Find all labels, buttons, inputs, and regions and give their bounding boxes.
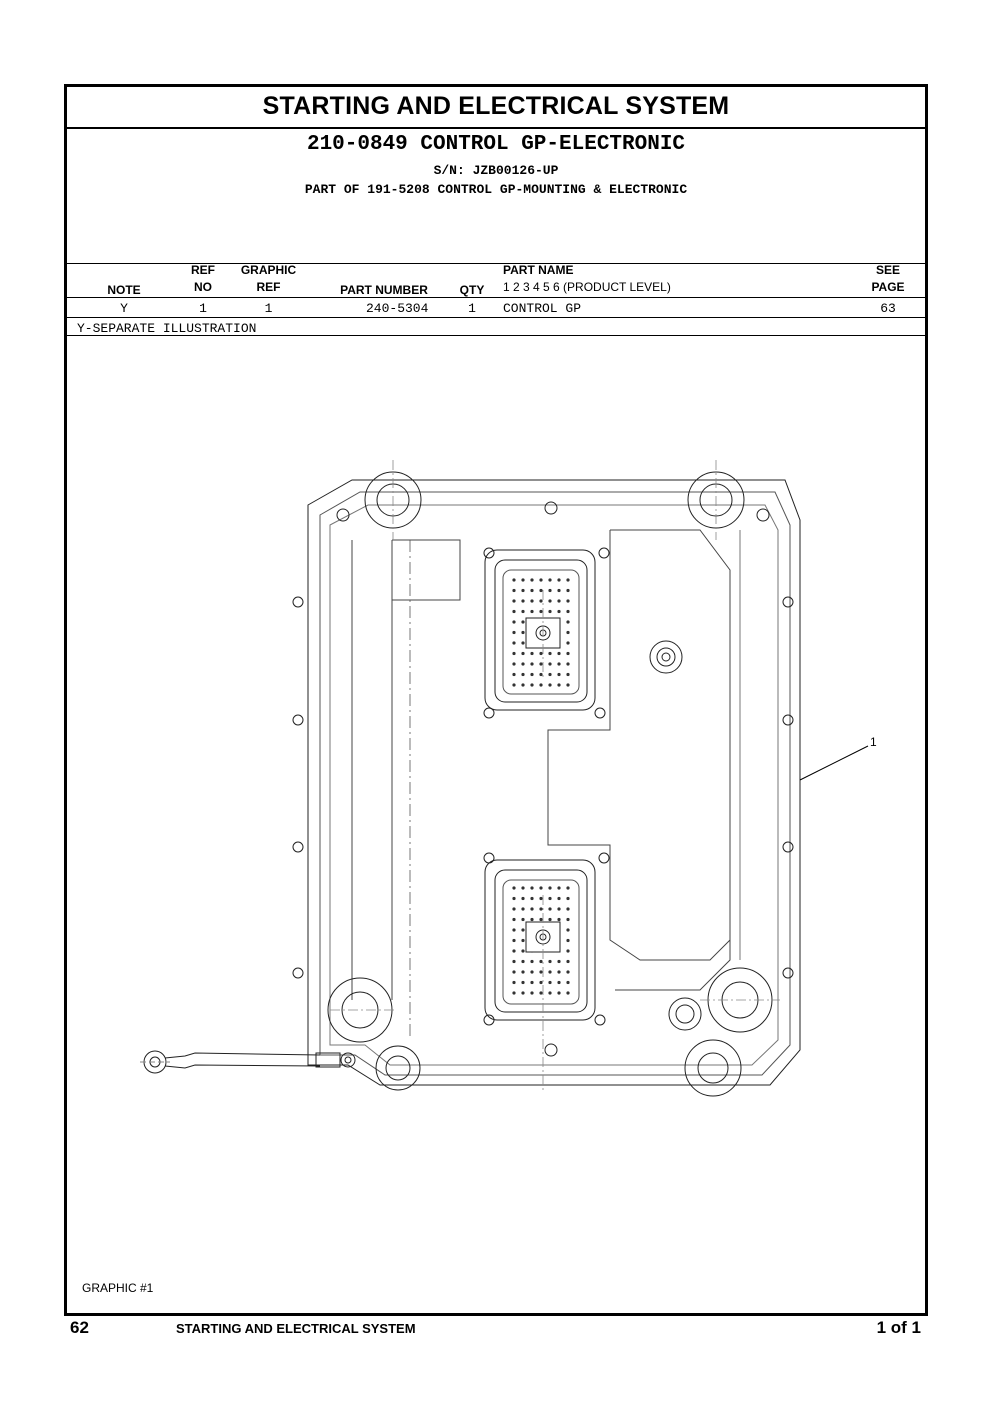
table-header-rule [67, 297, 925, 298]
footer-section-title: STARTING AND ELECTRICAL SYSTEM [176, 1321, 416, 1336]
upper-connector [484, 549, 596, 711]
graphic-label: GRAPHIC #1 [82, 1281, 154, 1295]
table-bottom-rule [67, 335, 925, 336]
note-legend: Y-SEPARATE ILLUSTRATION [77, 321, 257, 336]
inner-channels [351, 529, 741, 1040]
page-frame: STARTING AND ELECTRICAL SYSTEM 210-0849 … [64, 84, 928, 1316]
col-header-see-page: SEE PAGE [871, 263, 905, 294]
callout-1: 1 [870, 735, 877, 749]
callout-leader [799, 745, 869, 781]
cell-part-number: 240-5304 [366, 301, 429, 316]
control-module-illustration: 1 [140, 460, 877, 1097]
cell-see-page: 63 [880, 301, 896, 316]
table-top-rule [67, 263, 925, 264]
cell-graphic-ref: 1 [264, 301, 273, 316]
page-title: STARTING AND ELECTRICAL SYSTEM [262, 92, 730, 120]
centerlines [330, 460, 780, 1090]
col-header-graphic-ref: GRAPHIC REF [240, 263, 297, 294]
table-row-rule [67, 317, 925, 318]
cell-ref-no: 1 [199, 301, 207, 316]
edge-bolts [292, 501, 794, 1057]
housing-outline [307, 479, 801, 1086]
cell-note: Y [120, 301, 128, 316]
ground-strap [140, 1050, 356, 1074]
title-band: STARTING AND ELECTRICAL SYSTEM [67, 87, 925, 129]
col-header-note: NOTE [107, 283, 141, 297]
col-header-ref-no: REF NO [191, 263, 215, 294]
mounting-bosses [327, 471, 773, 1097]
connector-pins [512, 578, 570, 687]
footer-page-number: 62 [70, 1318, 89, 1337]
col-header-qty: QTY [459, 283, 485, 297]
col-header-part-name: PART NAME 1 2 3 4 5 6 (PRODUCT LEVEL) [503, 263, 671, 294]
col-header-part-number: PART NUMBER [340, 283, 428, 297]
parent-group: PART OF 191-5208 CONTROL GP-MOUNTING & E… [304, 182, 688, 197]
lower-connector [484, 859, 596, 1021]
footer-sheet-count: 1 of 1 [876, 1318, 921, 1337]
serial-number-range: S/N: JZB00126-UP [433, 163, 559, 178]
cell-qty: 1 [468, 301, 476, 316]
group-title: 210-0849 CONTROL GP-ELECTRONIC [306, 133, 686, 156]
cell-part-name: CONTROL GP [503, 301, 582, 316]
